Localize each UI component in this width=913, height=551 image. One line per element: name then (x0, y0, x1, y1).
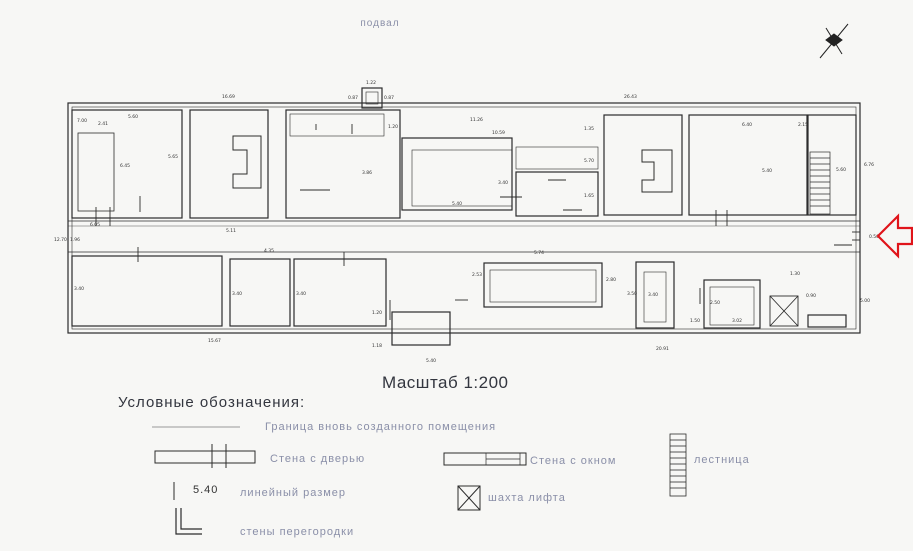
entrance-arrow-icon (876, 213, 913, 259)
room-lower-8 (807, 314, 847, 328)
dim-label: 6.05 (90, 222, 100, 228)
dim-label: 1.20 (388, 124, 398, 130)
room-upper-3 (285, 109, 401, 219)
legend-boundary-text: Граница вновь созданного помещения (265, 421, 497, 433)
dim-label: 1.22 (366, 80, 376, 86)
dim-label: 0.90 (806, 293, 816, 299)
dim-label: 5.40 (452, 201, 462, 207)
plan-title: подвал (360, 18, 400, 29)
dim-label: 1.50 (690, 318, 700, 324)
room-lower-4 (391, 311, 451, 346)
dim-label: 15.67 (208, 338, 221, 344)
room-lower-5 (483, 262, 603, 308)
legend-dimension-text: линейный размер (240, 487, 347, 499)
legend-door-symbol (154, 444, 256, 468)
dim-label: 2.50 (710, 300, 720, 306)
legend-heading: Условные обозначения: (118, 394, 306, 411)
room-lower-2 (229, 258, 291, 327)
dim-label: 16.69 (222, 94, 235, 100)
dim-label: 2.41 (98, 121, 108, 127)
room-lower-7 (703, 279, 761, 329)
room-upper-5 (515, 171, 599, 217)
dim-label: 6.40 (742, 122, 752, 128)
dim-label: 2.15 (798, 122, 808, 128)
dim-label: 3.40 (74, 286, 84, 292)
elevator-shaft (769, 295, 799, 327)
legend-partition-text: стены перегородки (240, 526, 355, 538)
room-lower-6 (635, 261, 675, 329)
dim-label: 5.11 (226, 228, 236, 234)
dim-label: 10.59 (492, 130, 505, 136)
dim-label: 2.80 (606, 277, 616, 283)
room-upper-8 (807, 114, 857, 216)
north-arrow-icon (819, 23, 849, 59)
dim-label: 3.40 (232, 291, 242, 297)
room-upper-6 (603, 114, 683, 216)
dim-label: 7.00 (77, 118, 87, 124)
dim-label: 1.35 (584, 126, 594, 132)
dim-label: 3.40 (648, 292, 658, 298)
dim-label: 5.60 (128, 114, 138, 120)
room-upper-7 (688, 114, 808, 216)
top-shaft (361, 87, 383, 109)
dim-label: 1.20 (372, 310, 382, 316)
dim-label: 3.40 (296, 291, 306, 297)
room-upper-4 (401, 137, 513, 211)
dim-label: 0.50 (869, 234, 879, 240)
dim-label: 12.70 (54, 237, 67, 243)
room-lower-1 (71, 255, 223, 327)
legend-door-text: Стена с дверью (270, 453, 366, 465)
dim-label: 0.87 (348, 95, 358, 101)
dim-label: 5.60 (836, 167, 846, 173)
dim-label: 6.45 (120, 163, 130, 169)
stairs-symbol (809, 151, 831, 215)
dim-label: 5.00 (860, 298, 870, 304)
legend-stairs-symbol (669, 433, 687, 497)
dim-label: 26.43 (624, 94, 637, 100)
legend-stairs-text: лестница (694, 454, 750, 466)
dim-label: 1.30 (790, 271, 800, 277)
dim-label: 1.96 (70, 237, 80, 243)
dim-label: 3.50 (627, 291, 637, 297)
dim-label: 4.35 (264, 248, 274, 254)
dim-label: 5.40 (762, 168, 772, 174)
legend-partition-symbol (175, 508, 202, 535)
dim-label: 3.40 (498, 180, 508, 186)
room-upper-2 (189, 109, 269, 219)
dim-label: 2.53 (472, 272, 482, 278)
dim-label: 1.18 (372, 343, 382, 349)
dim-label: 0.87 (384, 95, 394, 101)
dim-label: 5.40 (426, 358, 436, 364)
dim-label: 1.65 (584, 193, 594, 199)
dim-label: 3.02 (732, 318, 742, 324)
room-lower-3 (293, 258, 387, 327)
dim-label: 3.86 (362, 170, 372, 176)
legend-elevator-symbol (457, 485, 481, 511)
dim-label: 5.65 (168, 154, 178, 160)
scale-label: Масштаб 1:200 (382, 373, 509, 392)
legend-dimension-value: 5.40 (193, 484, 219, 496)
legend-elevator-text: шахта лифта (488, 492, 566, 504)
legend-window-symbol (443, 452, 527, 466)
legend-window-text: Стена с окном (530, 455, 617, 467)
room-upper-1 (71, 109, 183, 219)
dim-label: 5.74 (534, 250, 544, 256)
dim-label: 6.76 (864, 162, 874, 168)
dim-label: 11.26 (470, 117, 483, 123)
dim-label: 20.91 (656, 346, 669, 352)
outer-wall (67, 102, 861, 334)
dim-label: 5.70 (584, 158, 594, 164)
